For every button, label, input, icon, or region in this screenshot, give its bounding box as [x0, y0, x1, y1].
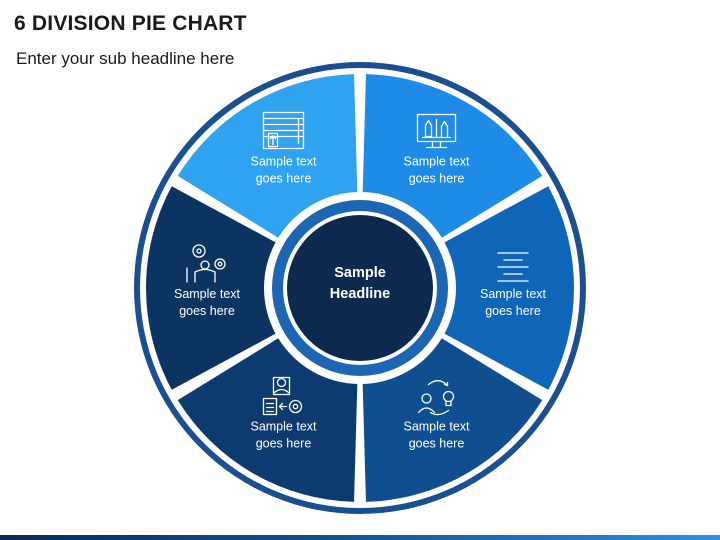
- segment-text-bottom-left-line2: goes here: [256, 437, 312, 451]
- bottom-accent-bar: [0, 535, 720, 540]
- segment-text-right-line1: Sample text: [480, 287, 547, 301]
- segment-text-top-left-line2: goes here: [256, 171, 312, 185]
- center-headline-line1: Sample: [334, 265, 386, 281]
- slide-subtitle: Enter your sub headline here: [16, 49, 235, 68]
- pie-segment-bottom-left: [177, 338, 358, 502]
- pie-segment-bottom-right: [362, 338, 543, 502]
- segment-text-right-line2: goes here: [485, 304, 541, 318]
- person-settings-document-icon: [262, 376, 303, 416]
- pie-segment-right: [444, 186, 574, 390]
- center-headline-line2: Headline: [330, 286, 390, 302]
- design-monitor-icon: [416, 113, 457, 149]
- pie-segment-top-left: [177, 74, 358, 238]
- segment-text-bottom-right-line2: goes here: [409, 437, 465, 451]
- pie-segment-left: [145, 186, 276, 390]
- pie-segment-top-right: [362, 74, 543, 238]
- segment-text-bottom-right-line1: Sample text: [403, 420, 470, 434]
- align-center-text-icon: [497, 252, 529, 282]
- segment-text-left-line1: Sample text: [174, 287, 241, 301]
- segment-text-top-right-line1: Sample text: [403, 154, 470, 168]
- slide-title: 6 DIVISION PIE CHART: [14, 12, 247, 35]
- segment-text-top-left-line1: Sample text: [250, 154, 317, 168]
- window-blinds-icon: [262, 111, 305, 150]
- segment-text-left-line2: goes here: [179, 304, 235, 318]
- segment-text-bottom-left-line1: Sample text: [250, 420, 317, 434]
- segment-text-top-right-line2: goes here: [409, 171, 465, 185]
- person-idea-cycle-icon: [417, 380, 455, 416]
- center-circle: [287, 215, 433, 361]
- brain-gear-person-icon: [186, 244, 226, 283]
